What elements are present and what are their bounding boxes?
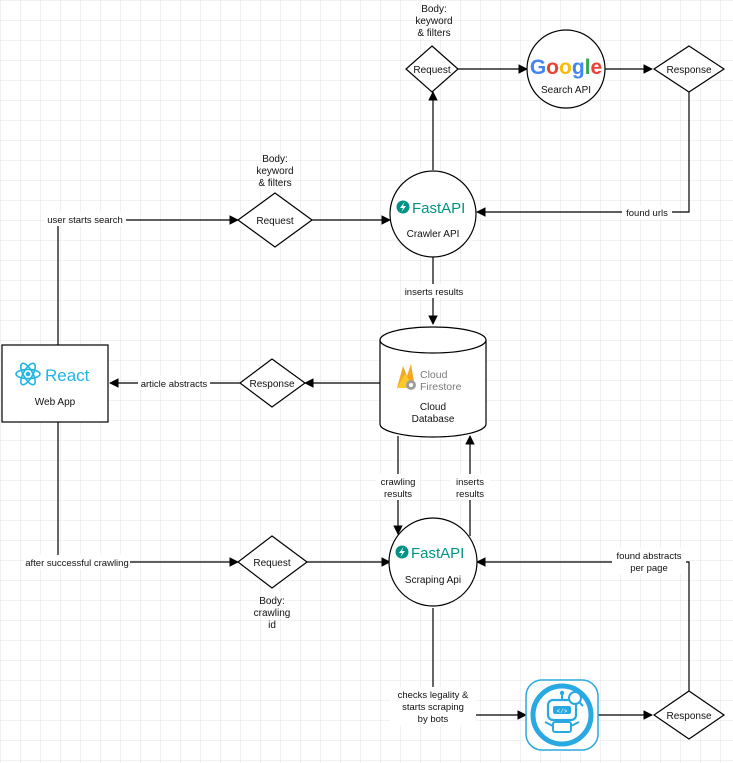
decision-response-bot: Response xyxy=(652,690,726,740)
react-logo-text: React xyxy=(45,366,90,385)
node-search-api-label: Search API xyxy=(541,85,591,96)
edge-label-by-bots: by bots xyxy=(418,714,449,725)
note-body-google-2: keyword xyxy=(415,16,452,27)
decision-response-db-label: Response xyxy=(249,379,294,390)
node-search-api: Google Search API xyxy=(526,29,606,109)
fastapi-logo-text: FastAPI xyxy=(411,545,464,562)
fastapi-bolt-icon xyxy=(396,200,410,214)
node-scraping-api: FastAPI Scraping Api xyxy=(388,517,478,607)
edge-label-user-starts-search: user starts search xyxy=(47,215,123,226)
node-cloud-db-label-2: Database xyxy=(412,414,455,425)
edge-label-inserts-results: inserts results xyxy=(405,287,464,298)
decision-request-google: Request xyxy=(405,45,459,93)
node-crawler-api: FastAPI Crawler API xyxy=(389,170,477,258)
firestore-icon xyxy=(397,364,416,390)
note-body-google-3: & filters xyxy=(417,28,450,39)
robot-icon: </> xyxy=(525,679,599,751)
decision-request-scrape-label: Request xyxy=(253,558,290,569)
decision-response-bot-label: Response xyxy=(666,711,711,722)
note-body-scrape-1: Body: xyxy=(259,596,285,607)
decision-response-db: Response xyxy=(239,358,307,408)
edge-label-starts-scraping: starts scraping xyxy=(402,702,464,713)
note-body-google-1: Body: xyxy=(421,4,447,15)
edge-label-per-page: per page xyxy=(630,563,668,574)
decision-request-search: Request xyxy=(236,192,314,248)
svg-text:</>: </> xyxy=(557,708,568,715)
edge-label-after-successful-crawling: after successful crawling xyxy=(25,558,128,569)
firestore-logo-line1: Cloud xyxy=(420,369,448,381)
decision-request-scrape: Request xyxy=(237,535,309,589)
edge-label-crawling-results: results xyxy=(384,489,412,500)
note-body-scrape-2: crawling xyxy=(254,608,291,619)
edge-label-crawling: crawling xyxy=(381,477,416,488)
decision-request-google-label: Request xyxy=(413,65,450,76)
edge-label-checks-legality: checks legality & xyxy=(398,690,469,701)
decision-request-search-label: Request xyxy=(256,216,293,227)
node-web-app: React Web App xyxy=(1,344,109,423)
edge-label-found-urls: found urls xyxy=(626,208,668,219)
node-cloud-db-label-1: Cloud xyxy=(420,402,446,413)
node-web-app-label: Web App xyxy=(35,397,76,408)
node-crawler-api-label: Crawler API xyxy=(407,229,460,240)
edge-label-inserts: inserts xyxy=(456,477,484,488)
note-body-scrape-3: id xyxy=(268,620,276,631)
note-body-search-2: keyword xyxy=(256,166,293,177)
fastapi-logo-text: FastAPI xyxy=(412,200,465,217)
node-cloud-database: Cloud Firestore Cloud Database xyxy=(379,326,487,438)
decision-response-google: Response xyxy=(652,45,726,93)
node-scraping-api-label: Scraping Api xyxy=(405,575,461,586)
edge-label-inserts-results-2: results xyxy=(456,489,484,500)
edge-response-to-crawler xyxy=(476,92,690,217)
react-icon xyxy=(15,362,41,386)
fastapi-bolt-icon xyxy=(395,545,409,559)
decision-response-google-label: Response xyxy=(666,65,711,76)
edge-response-to-scraping xyxy=(476,557,690,692)
edge-label-found-abstracts: found abstracts xyxy=(617,551,682,562)
note-body-search-1: Body: xyxy=(262,154,288,165)
note-body-search-3: & filters xyxy=(258,178,291,189)
google-logo-text: Google xyxy=(530,56,602,79)
firestore-logo-line2: Firestore xyxy=(420,381,462,393)
edge-label-article-abstracts: article abstracts xyxy=(141,379,208,390)
